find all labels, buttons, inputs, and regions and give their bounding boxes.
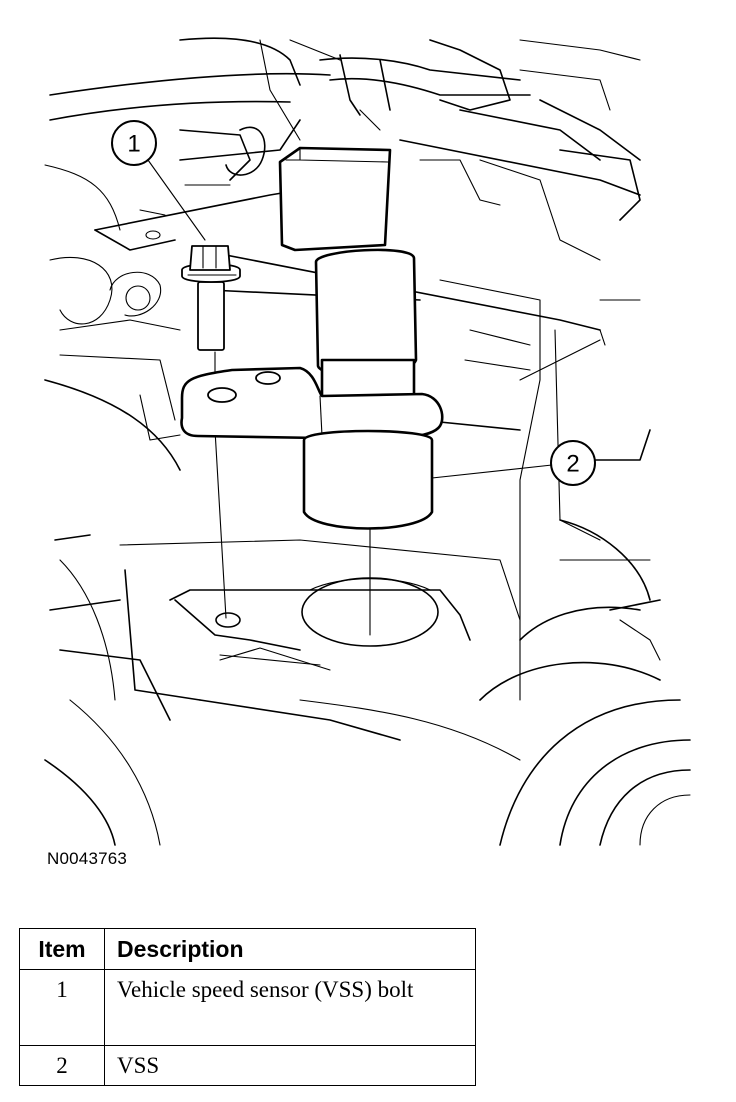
legend-header-row: Item Description	[19, 928, 476, 970]
callout-1: 1	[111, 120, 157, 166]
description-column-header: Description	[104, 928, 476, 970]
item-description: Vehicle speed sensor (VSS) bolt	[104, 969, 476, 1046]
legend-table: Item Description 1 Vehicle speed sensor …	[19, 928, 476, 1086]
item-number: 2	[19, 1045, 105, 1086]
item-column-header: Item	[19, 928, 105, 970]
transmission-housing-linework	[44, 37, 691, 846]
callout-1-label: 1	[127, 131, 140, 158]
item-number: 1	[19, 969, 105, 1046]
table-row: 2 VSS	[19, 1045, 476, 1086]
table-row: 1 Vehicle speed sensor (VSS) bolt	[19, 969, 476, 1046]
figure-identifier: N0043763	[47, 849, 128, 868]
vss-removal-illustration: 1 2	[44, 37, 691, 846]
callout-2-label: 2	[566, 451, 579, 478]
vss-bolt	[181, 245, 241, 351]
vehicle-speed-sensor	[180, 146, 444, 530]
callout-2: 2	[550, 440, 596, 486]
callout-leaders	[147, 159, 553, 479]
item-description: VSS	[104, 1045, 476, 1086]
